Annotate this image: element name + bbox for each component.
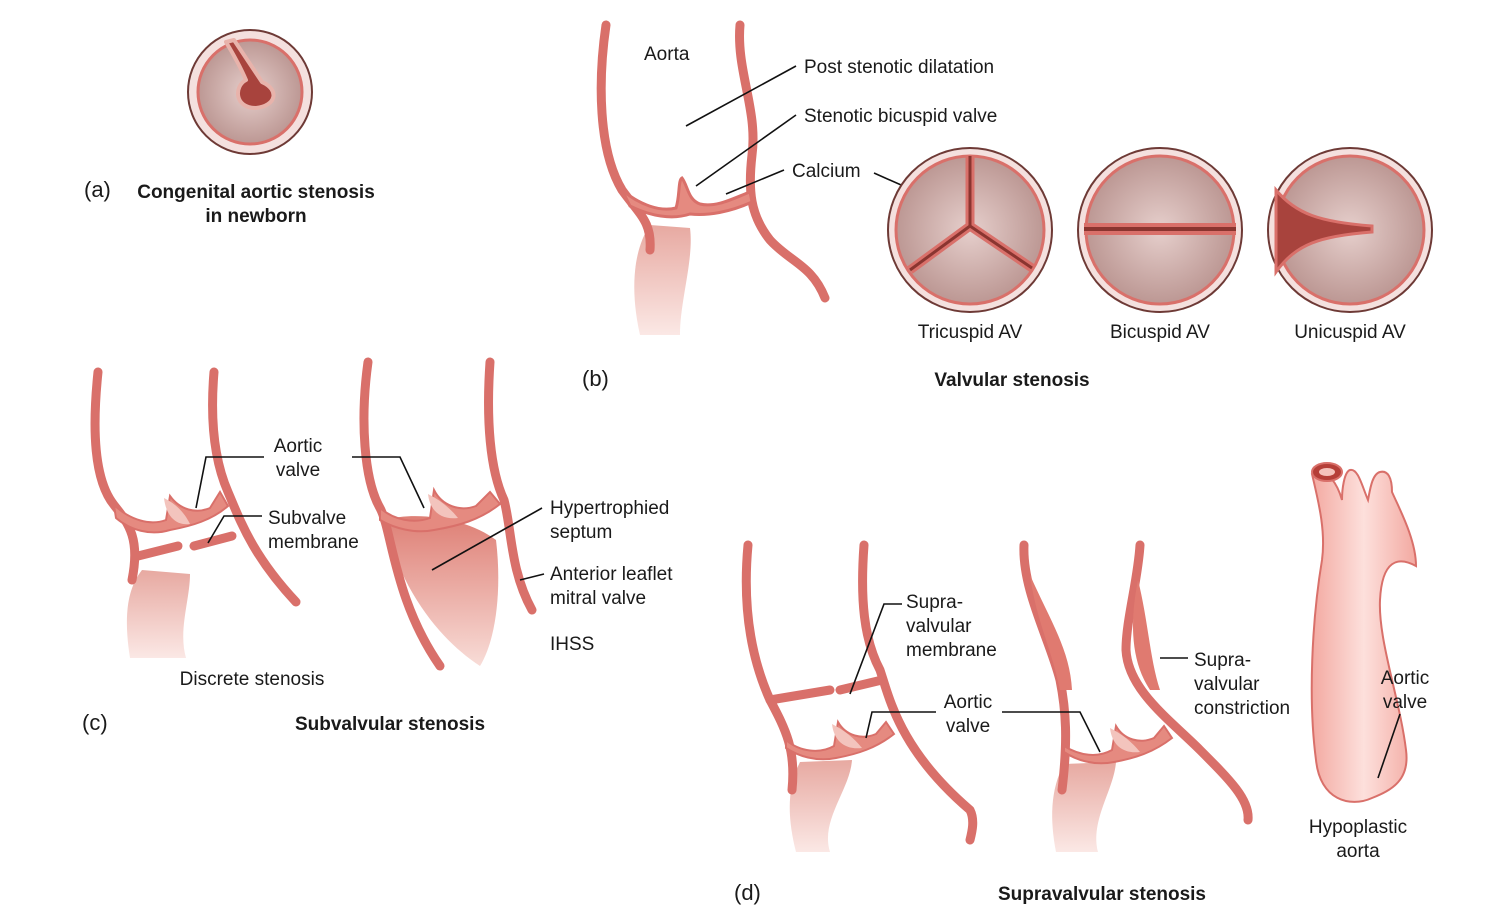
hypoplastic-label-1: Hypoplastic bbox=[1309, 817, 1407, 838]
supra-membrane-leader bbox=[849, 603, 902, 695]
panel-b-caption: Valvular stenosis bbox=[934, 370, 1089, 391]
aortic-valve-d-leader-1 bbox=[865, 711, 936, 739]
bicuspid-av-disc bbox=[1077, 147, 1243, 313]
mitral-label-2: mitral valve bbox=[550, 588, 646, 609]
aortic-valve-d-leader-2 bbox=[1002, 711, 1101, 753]
mitral-label-1: Anterior leaflet bbox=[550, 564, 673, 585]
hypoplastic-aorta-illustration bbox=[1310, 462, 1418, 803]
hyper-leader bbox=[431, 507, 543, 571]
tricuspid-label: Tricuspid AV bbox=[918, 322, 1023, 343]
calcium-label: Calcium bbox=[792, 161, 861, 182]
aortic-valve-label-2: valve bbox=[276, 460, 320, 481]
mitral-leader bbox=[519, 573, 545, 581]
aortic-valve-r-leader bbox=[1377, 713, 1401, 779]
panel-c-letter: (c) bbox=[82, 710, 108, 735]
hyper-label-2: septum bbox=[550, 522, 612, 543]
discrete-stenosis-illustration bbox=[90, 367, 301, 658]
calcium-leader-left bbox=[725, 169, 785, 195]
hyper-label-1: Hypertrophied bbox=[550, 498, 669, 519]
aortic-valve-r-label-1: Aortic bbox=[1381, 668, 1430, 689]
supra-membrane-label-1: Supra- bbox=[906, 592, 963, 613]
tricuspid-av-disc bbox=[887, 147, 1053, 313]
hypoplastic-label-2: aorta bbox=[1336, 841, 1380, 862]
aortic-valve-label-1: Aortic bbox=[274, 436, 323, 457]
supra-membrane-label-2: valvular bbox=[906, 616, 972, 637]
supra-constriction-label-2: valvular bbox=[1194, 674, 1260, 695]
subvalve-leader bbox=[207, 515, 262, 544]
supra-membrane-label-3: membrane bbox=[906, 640, 997, 661]
stenotic-valve-label: Stenotic bicuspid valve bbox=[804, 106, 997, 127]
aortic-valve-d-label-1: Aortic bbox=[944, 692, 993, 713]
post-stenotic-label: Post stenotic dilatation bbox=[804, 57, 994, 78]
aorta-label: Aorta bbox=[644, 44, 690, 65]
panel-d-caption: Supravalvular stenosis bbox=[998, 884, 1206, 905]
subvalve-label-1: Subvalve bbox=[268, 508, 346, 529]
panel-d-letter: (d) bbox=[734, 880, 761, 905]
aortic-valve-leader-1 bbox=[195, 456, 264, 509]
valvular-aorta-illustration bbox=[596, 20, 830, 335]
supravalvular-membrane-illustration bbox=[741, 540, 978, 852]
supra-constriction-label-3: constriction bbox=[1194, 698, 1290, 719]
discrete-label: Discrete stenosis bbox=[180, 669, 325, 690]
subvalve-label-2: membrane bbox=[268, 532, 359, 553]
stenotic-valve-leader bbox=[695, 114, 797, 187]
unicuspid-label: Unicuspid AV bbox=[1294, 322, 1406, 343]
bicuspid-label: Bicuspid AV bbox=[1110, 322, 1210, 343]
ihss-illustration bbox=[359, 357, 537, 671]
aortic-valve-r-label-2: valve bbox=[1383, 692, 1427, 713]
panel-c-caption: Subvalvular stenosis bbox=[295, 714, 485, 735]
newborn-valve-disc bbox=[187, 29, 313, 155]
aortic-valve-d-label-2: valve bbox=[946, 716, 990, 737]
supravalvular-constriction-illustration bbox=[1019, 540, 1253, 852]
panel-a-letter: (a) bbox=[84, 177, 111, 202]
ihss-label: IHSS bbox=[550, 634, 594, 655]
aortic-valve-leader-2 bbox=[352, 456, 425, 509]
post-stenotic-leader bbox=[685, 65, 797, 127]
supra-constriction-label-1: Supra- bbox=[1194, 650, 1251, 671]
panel-a-caption-line2: in newborn bbox=[205, 206, 306, 227]
panel-a-caption-line1: Congenital aortic stenosis bbox=[137, 182, 375, 203]
unicuspid-av-disc bbox=[1267, 147, 1433, 313]
panel-b-letter: (b) bbox=[582, 366, 609, 391]
